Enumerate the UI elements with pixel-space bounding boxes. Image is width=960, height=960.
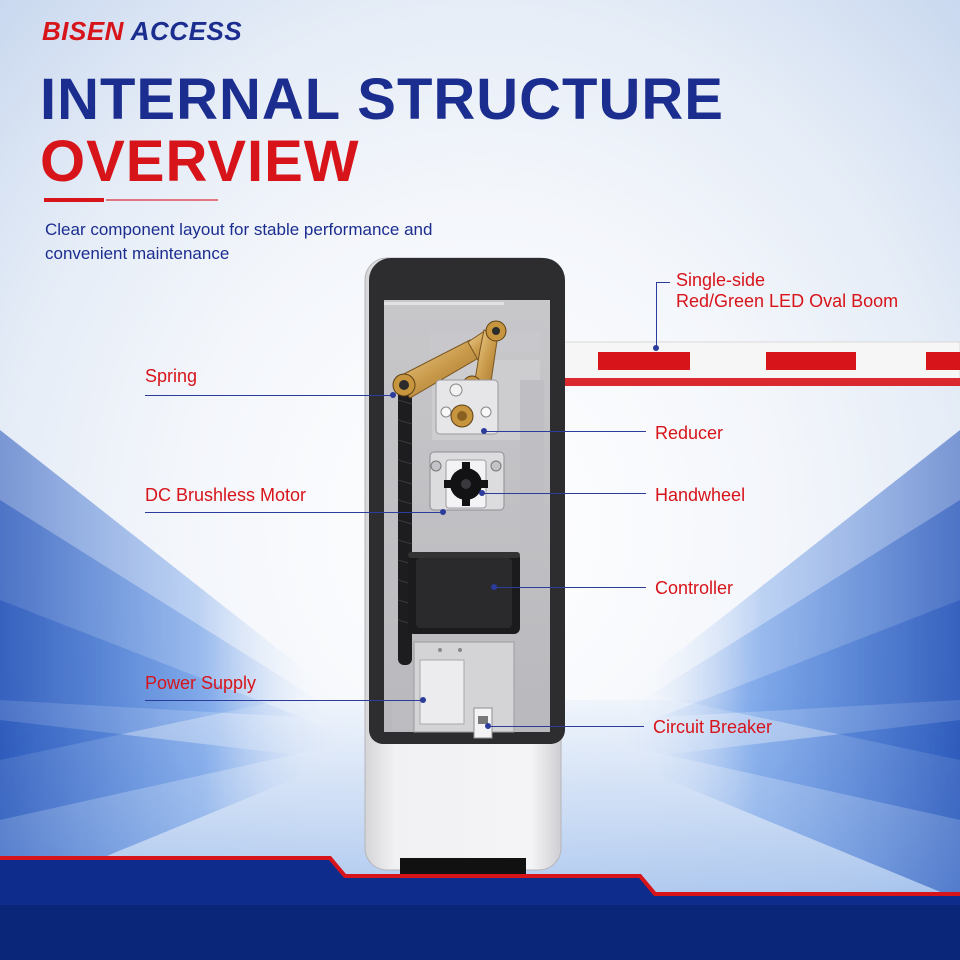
callout-power-dot xyxy=(420,697,426,703)
page-subtitle: Clear component layout for stable perfor… xyxy=(45,220,433,263)
callout-breaker-label: Circuit Breaker xyxy=(653,717,773,737)
callout-motor-label: DC Brushless Motor xyxy=(145,485,307,505)
brand-logo: BISEN ACCESS xyxy=(42,16,242,47)
callout-breaker-leader xyxy=(488,726,644,727)
callout-motor-leader xyxy=(145,512,443,513)
callout-handwheel-leader xyxy=(482,493,646,494)
callout-controller-dot xyxy=(491,584,497,590)
callout-boom-line-1: Single-side xyxy=(676,270,766,290)
callout-breaker-dot xyxy=(485,723,491,729)
callout-boom-line-2: Red/Green LED Oval Boom xyxy=(676,291,899,311)
callout-boom-leader-h xyxy=(656,282,670,283)
callout-spring-dot xyxy=(390,392,396,398)
callout-reducer-leader xyxy=(484,431,646,432)
callout-boom-leader-v xyxy=(656,282,657,348)
callout-power-leader xyxy=(145,700,423,701)
callout-boom-dot xyxy=(653,345,659,351)
callout-power-label: Power Supply xyxy=(145,673,257,693)
callout-controller-leader xyxy=(494,587,646,588)
callout-handwheel-label: Handwheel xyxy=(655,485,746,505)
brand-part-1: BISEN xyxy=(42,16,124,46)
controller xyxy=(408,552,520,634)
callout-spring-leader xyxy=(145,395,393,396)
circuit-breaker xyxy=(473,707,493,739)
reducer xyxy=(435,379,499,435)
callout-reducer-label: Reducer xyxy=(655,423,724,443)
power-supply xyxy=(413,641,515,733)
title-underline xyxy=(44,198,104,202)
callout-handwheel-dot xyxy=(479,490,485,496)
callout-motor-dot xyxy=(440,509,446,515)
handwheel xyxy=(444,462,488,506)
boom-arm xyxy=(559,341,960,386)
title-underline-thin xyxy=(106,199,218,201)
page-title-line-1: INTERNAL STRUCTURE xyxy=(40,67,724,132)
callout-spring-label: Spring xyxy=(145,366,198,386)
callout-controller-label: Controller xyxy=(655,578,734,598)
page-title-line-2: OVERVIEW xyxy=(40,129,360,194)
brand-part-2: ACCESS xyxy=(130,16,243,46)
callout-reducer-dot xyxy=(481,428,487,434)
